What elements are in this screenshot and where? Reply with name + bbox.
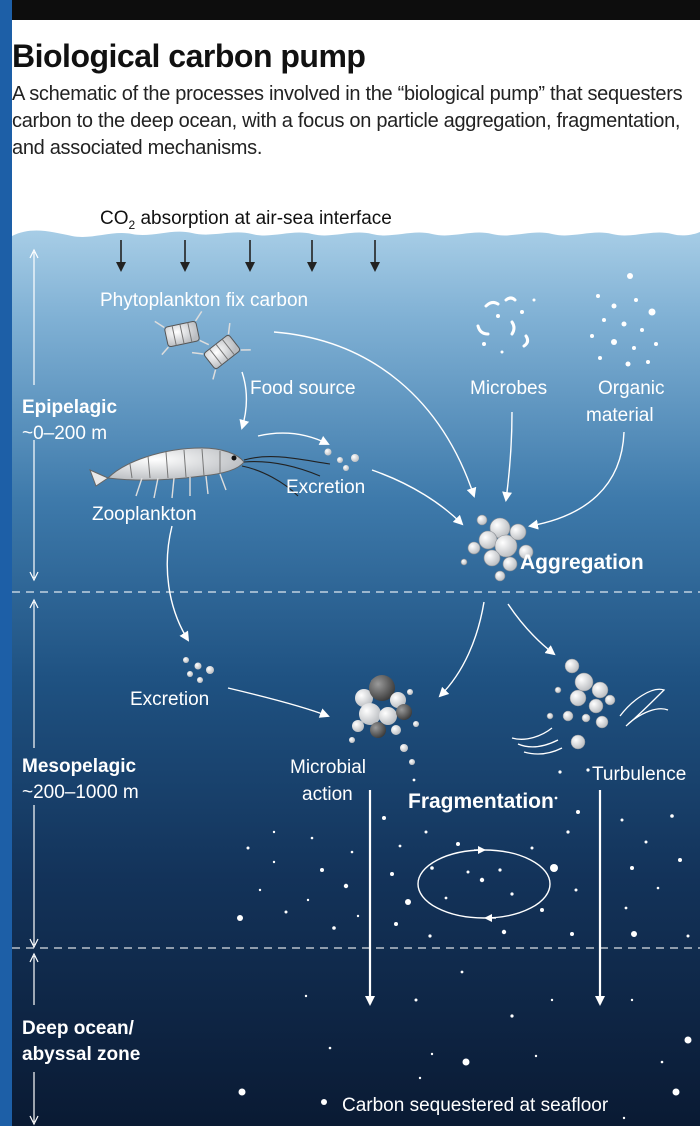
zone-deep-name-line2: abyssal zone bbox=[22, 1044, 140, 1065]
ocean-background bbox=[12, 231, 700, 1126]
co2-label: CO2 absorption at air-sea interface bbox=[100, 208, 392, 232]
turbulence-label: Turbulence bbox=[592, 764, 686, 785]
carbon-pump-diagram: CO2 absorption at air-sea interface bbox=[12, 0, 700, 1126]
aggregation-label: Aggregation bbox=[520, 551, 644, 574]
microbes-label: Microbes bbox=[470, 378, 547, 399]
organic-material-label-line2: material bbox=[586, 405, 654, 426]
organic-material-label-line1: Organic bbox=[598, 378, 665, 399]
food-source-label: Food source bbox=[250, 378, 356, 399]
fragmentation-label: Fragmentation bbox=[408, 790, 554, 813]
zone-mesopelagic-name: Mesopelagic bbox=[22, 756, 136, 777]
zone-mesopelagic-depth: ~200–1000 m bbox=[22, 782, 139, 803]
zone-epipelagic-depth: ~0–200 m bbox=[22, 423, 107, 444]
zooplankton-label: Zooplankton bbox=[92, 504, 197, 525]
microbial-action-label-line2: action bbox=[302, 784, 353, 805]
excretion-upper-label: Excretion bbox=[286, 477, 365, 498]
zone-epipelagic-name: Epipelagic bbox=[22, 397, 117, 418]
seafloor-label: Carbon sequestered at seafloor bbox=[342, 1095, 609, 1116]
excretion-lower-label: Excretion bbox=[130, 689, 209, 710]
zone-deep-name-line1: Deep ocean/ bbox=[22, 1018, 135, 1039]
figure-panel: Biological carbon pump A schematic of th… bbox=[12, 0, 700, 1126]
microbial-action-label-line1: Microbial bbox=[290, 757, 366, 778]
phytoplankton-label: Phytoplankton fix carbon bbox=[100, 290, 308, 311]
